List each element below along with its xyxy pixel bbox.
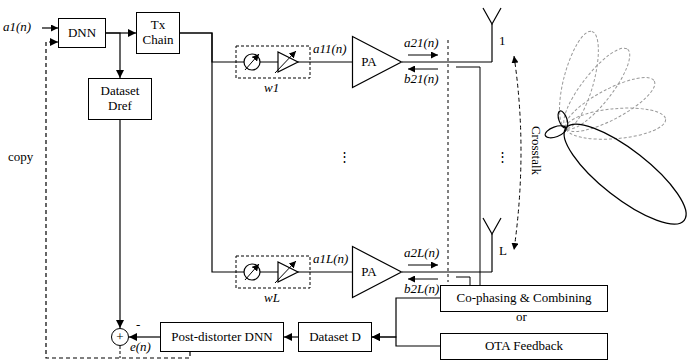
- coupler-line: [456, 67, 480, 286]
- antenna-feed: [402, 271, 492, 272]
- annotation-label: Crosstalk: [529, 125, 544, 174]
- node-text: Tx Chain: [141, 18, 175, 48]
- amplifier-outline: [352, 36, 402, 88]
- amplifier-symbol: [278, 52, 298, 72]
- signal-label: L: [499, 244, 507, 259]
- connector: [284, 336, 298, 337]
- tuning-arrow: [275, 51, 296, 73]
- connector: [129, 336, 160, 337]
- signal-label: a11(n): [313, 42, 347, 57]
- tx-chain-block: Tx Chain: [136, 12, 180, 54]
- node-text: DNN: [68, 26, 96, 41]
- signal-label: or: [516, 310, 527, 325]
- dataset-box: Dataset D: [298, 322, 372, 352]
- node-text: Post-distorter DNN: [171, 330, 272, 345]
- signal-label: b21(n): [404, 72, 439, 87]
- reference-plane: [448, 40, 449, 282]
- dnn-block: DNN: [58, 18, 106, 48]
- side-lobe: [556, 110, 570, 130]
- signal-label: a1L(n): [313, 252, 348, 267]
- power-amplifier: PA: [352, 246, 402, 298]
- phase-shifter-symbol: [244, 264, 260, 280]
- signal-label: w1: [264, 81, 279, 96]
- antenna-symbol: [491, 234, 492, 272]
- signal-label: a21(n): [404, 36, 439, 51]
- beam-lobe: [565, 104, 667, 143]
- node-text: Dataset Dref: [93, 84, 147, 114]
- connector: [180, 33, 352, 62]
- connector: [372, 298, 440, 337]
- main-beam-lobe: [551, 109, 699, 239]
- antenna-symbol: [483, 218, 501, 234]
- input-arrow: [42, 27, 58, 28]
- wave-arrow: [408, 279, 438, 280]
- node-text: Dataset D: [309, 330, 361, 345]
- signal-label: wL: [264, 291, 280, 306]
- signal-label: b2L(n): [404, 282, 439, 297]
- tuning-arrow: [245, 54, 259, 70]
- node-text: PA: [361, 55, 376, 70]
- power-amplifier: PA: [352, 36, 402, 88]
- connector: [180, 33, 352, 272]
- feedback-box: OTA Feedback: [440, 333, 608, 360]
- signal-label: e(n): [130, 340, 151, 355]
- signal-label: a1(n): [3, 20, 31, 35]
- wave-arrow: [408, 69, 438, 70]
- node-text: Co-phasing & Combining: [456, 291, 591, 306]
- crosstalk-arrow: [514, 56, 521, 250]
- feedback-box: Co-phasing & Combining: [440, 285, 608, 312]
- signal-label: -: [136, 318, 140, 333]
- signal-label: 1: [499, 34, 506, 49]
- amplifier-outline: [352, 246, 402, 298]
- connector: [372, 337, 440, 346]
- amplifier-symbol: [278, 262, 298, 282]
- node-text: OTA Feedback: [485, 339, 563, 354]
- connector: [46, 42, 190, 358]
- tuning-arrow: [245, 264, 259, 280]
- side-lobe: [544, 123, 568, 140]
- summing-junction: +: [111, 328, 129, 346]
- connector: [106, 33, 120, 78]
- node-text: +: [116, 330, 123, 345]
- antenna-symbol: [483, 8, 501, 24]
- error-line: [120, 346, 121, 358]
- wave-arrow: [408, 265, 438, 266]
- dataset-box: Dataset Dref: [88, 78, 152, 120]
- beam-lobe: [559, 68, 661, 141]
- post-distorter-box: Post-distorter DNN: [160, 322, 284, 352]
- amplifier-outline: [353, 247, 402, 298]
- signal-label: ⋮: [338, 150, 351, 165]
- antenna-feed: [402, 61, 492, 62]
- dashed-group: [236, 46, 310, 78]
- antenna-symbol: [491, 24, 492, 62]
- tuning-arrow: [275, 261, 296, 283]
- wave-arrow: [408, 55, 438, 56]
- edge-label: copy: [8, 150, 33, 165]
- amplifier-outline: [353, 37, 402, 88]
- beam-lobe: [554, 40, 639, 137]
- connector: [119, 120, 120, 328]
- dashed-group: [236, 256, 310, 288]
- node-text: PA: [361, 265, 376, 280]
- phase-shifter-symbol: [244, 54, 260, 70]
- signal-label: ⋮: [496, 150, 509, 165]
- signal-label: a2L(n): [404, 246, 439, 261]
